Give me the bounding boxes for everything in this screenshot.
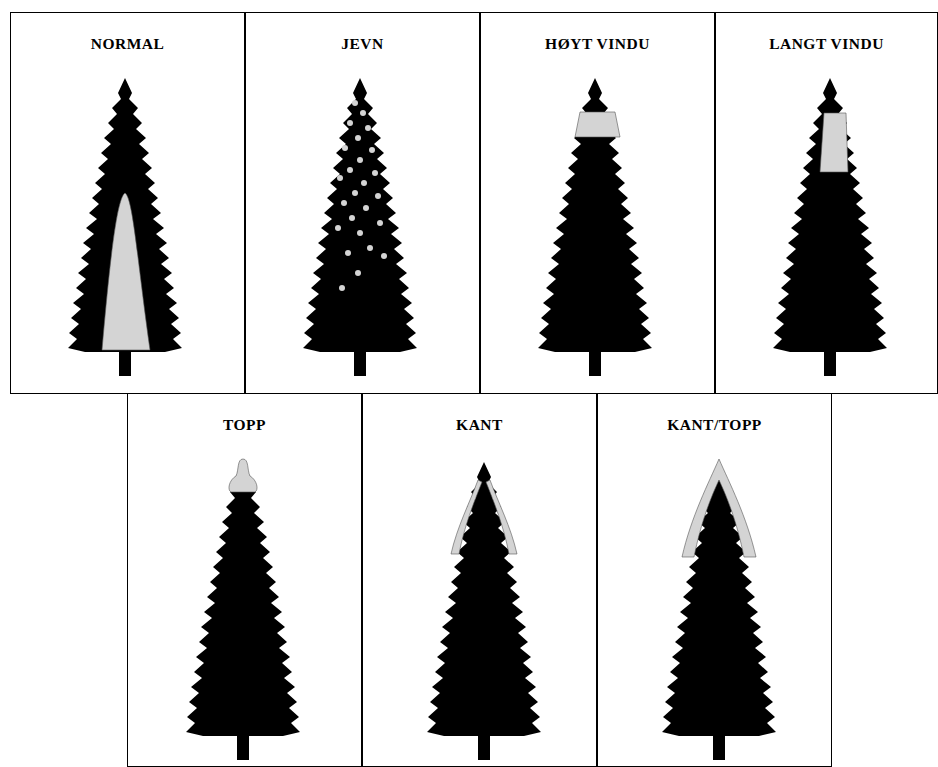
diagram-panel: HØYT VINDU: [480, 12, 715, 394]
tree-edge: [427, 462, 541, 760]
panel-heading: JEVN: [246, 35, 479, 54]
panel-heading: LANGT VINDU: [716, 35, 937, 54]
tree-normal: [68, 78, 182, 376]
tree-high-window: [538, 78, 652, 376]
diagram-panel: KANT/TOPP: [597, 393, 832, 767]
diagram-panel: NORMAL: [10, 12, 245, 394]
panel-heading: KANT/TOPP: [598, 416, 831, 435]
diagram-panel: LANGT VINDU: [715, 12, 938, 394]
panel-heading: HØYT VINDU: [481, 35, 714, 54]
panel-heading: TOPP: [128, 416, 361, 435]
tree-long-window: [773, 78, 887, 376]
tree-top: [186, 459, 300, 760]
panel-heading: KANT: [363, 416, 596, 435]
panel-heading: NORMAL: [11, 35, 244, 54]
diagram-panel: KANT: [362, 393, 597, 767]
diagram-panel: TOPP: [127, 393, 362, 767]
tree-edge-top: [662, 459, 776, 760]
tree-even: [303, 78, 417, 376]
diagram-panel: JEVN: [245, 12, 480, 394]
